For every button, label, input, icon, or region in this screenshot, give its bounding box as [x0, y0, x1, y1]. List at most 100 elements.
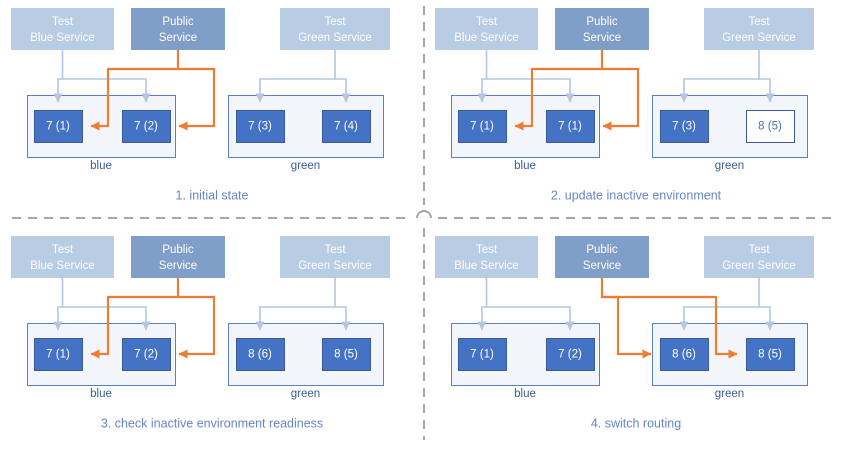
public-connector-leg-2 — [178, 67, 216, 131]
service-label-line2: Blue Service — [454, 260, 519, 272]
instance-box-rect[interactable] — [660, 110, 709, 143]
service-label-line2: Blue Service — [454, 32, 519, 44]
service-label-line2: Green Service — [722, 32, 796, 44]
test-connector-leg — [53, 50, 64, 103]
instance-box-rect[interactable] — [236, 338, 285, 371]
service-box-rect[interactable] — [11, 8, 114, 50]
instance-box-rect[interactable] — [458, 338, 507, 371]
test-green-connector — [255, 278, 351, 331]
instance-box[interactable]: 7 (1)7 (1) — [546, 110, 595, 143]
instance-box-rect[interactable] — [236, 110, 285, 143]
instance-box[interactable]: 8 (6)8 (6) — [236, 338, 285, 371]
test-connector-leg — [679, 50, 760, 103]
service-box-rect[interactable] — [131, 8, 225, 50]
service-label-line1: Test — [52, 16, 74, 28]
instance-label: 7 (2) — [558, 349, 582, 361]
instance-box-rect[interactable] — [546, 338, 595, 371]
public-connector-leg-2 — [602, 67, 640, 131]
test-connector-leg — [62, 78, 151, 103]
instance-label: 7 (1) — [46, 349, 70, 361]
instance-box-rect[interactable] — [746, 338, 795, 371]
instance-box[interactable]: 8 (5)8 (5) — [746, 338, 795, 371]
instance-box-rect[interactable] — [322, 338, 371, 371]
service-box-rect[interactable] — [555, 236, 649, 278]
instance-box-rect[interactable] — [122, 338, 171, 371]
test-connector-leg — [477, 50, 488, 103]
test-connector-leg — [335, 78, 351, 103]
service-box-rect[interactable] — [280, 236, 390, 278]
instance-box[interactable]: 7 (4)7 (4) — [322, 110, 371, 143]
instance-box[interactable]: 8 (5)8 (5) — [746, 110, 795, 143]
instance-label: 7 (1) — [470, 121, 494, 133]
instance-label: 7 (4) — [334, 121, 358, 133]
service-box-rect[interactable] — [131, 236, 225, 278]
instance-box-rect[interactable] — [34, 110, 83, 143]
service-label-line1: Test — [748, 16, 770, 28]
public-routing-connector-blue — [90, 50, 216, 131]
test-connector-leg — [255, 50, 336, 103]
instance-box[interactable]: 7 (2)7 (2) — [122, 338, 171, 371]
service-box-rect[interactable] — [704, 8, 814, 50]
instance-box[interactable]: 7 (1)7 (1) — [34, 338, 83, 371]
service-label-line1: Test — [748, 244, 770, 256]
service-box-rect[interactable] — [435, 8, 538, 50]
service-label-line1: Public — [586, 16, 618, 28]
instance-box-rect[interactable] — [322, 110, 371, 143]
instance-box[interactable]: 7 (3)7 (3) — [660, 110, 709, 143]
environment-label: blue — [514, 160, 536, 172]
service-box-rect[interactable] — [704, 236, 814, 278]
instance-box[interactable]: 8 (5)8 (5) — [322, 338, 371, 371]
instance-box[interactable]: 7 (1)7 (1) — [34, 110, 83, 143]
instance-box[interactable]: 7 (2)7 (2) — [546, 338, 595, 371]
panel-caption: 2. update inactive environment — [551, 188, 722, 202]
service-box-rect[interactable] — [555, 8, 649, 50]
environment-green[interactable]: green 7 (3)7 (3) 7 (4)7 (4) — [228, 95, 384, 173]
service-label-line2: Green Service — [298, 260, 372, 272]
instance-box[interactable]: 8 (6)8 (6) — [660, 338, 709, 371]
instance-box-rect[interactable] — [746, 110, 795, 143]
instance-box[interactable]: 7 (2)7 (2) — [122, 110, 171, 143]
service-label-line1: Public — [162, 16, 194, 28]
service-box-rect[interactable] — [435, 236, 538, 278]
instance-label: 7 (3) — [248, 121, 272, 133]
instance-box-rect[interactable] — [122, 110, 171, 143]
instance-box-rect[interactable] — [546, 110, 595, 143]
test-connector-leg — [335, 306, 351, 331]
instance-box-rect[interactable] — [458, 110, 507, 143]
service-box-rect[interactable] — [11, 236, 114, 278]
service-label-line1: Public — [162, 244, 194, 256]
instance-box-rect[interactable] — [34, 338, 83, 371]
instance-box[interactable]: 7 (1)7 (1) — [458, 338, 507, 371]
instance-label: 7 (3) — [672, 121, 696, 133]
panel-dividers — [12, 6, 836, 440]
service-box-rect[interactable] — [280, 8, 390, 50]
test-blue-connector — [477, 50, 575, 103]
instance-box-rect[interactable] — [660, 338, 709, 371]
test-blue-connector — [477, 278, 575, 331]
environment-blue[interactable]: blue 7 (1)7 (1) 7 (1)7 (1) — [451, 95, 600, 173]
environment-label: green — [291, 160, 320, 172]
instance-box[interactable]: 7 (3)7 (3) — [236, 110, 285, 143]
instance-box[interactable]: 7 (1)7 (1) — [458, 110, 507, 143]
